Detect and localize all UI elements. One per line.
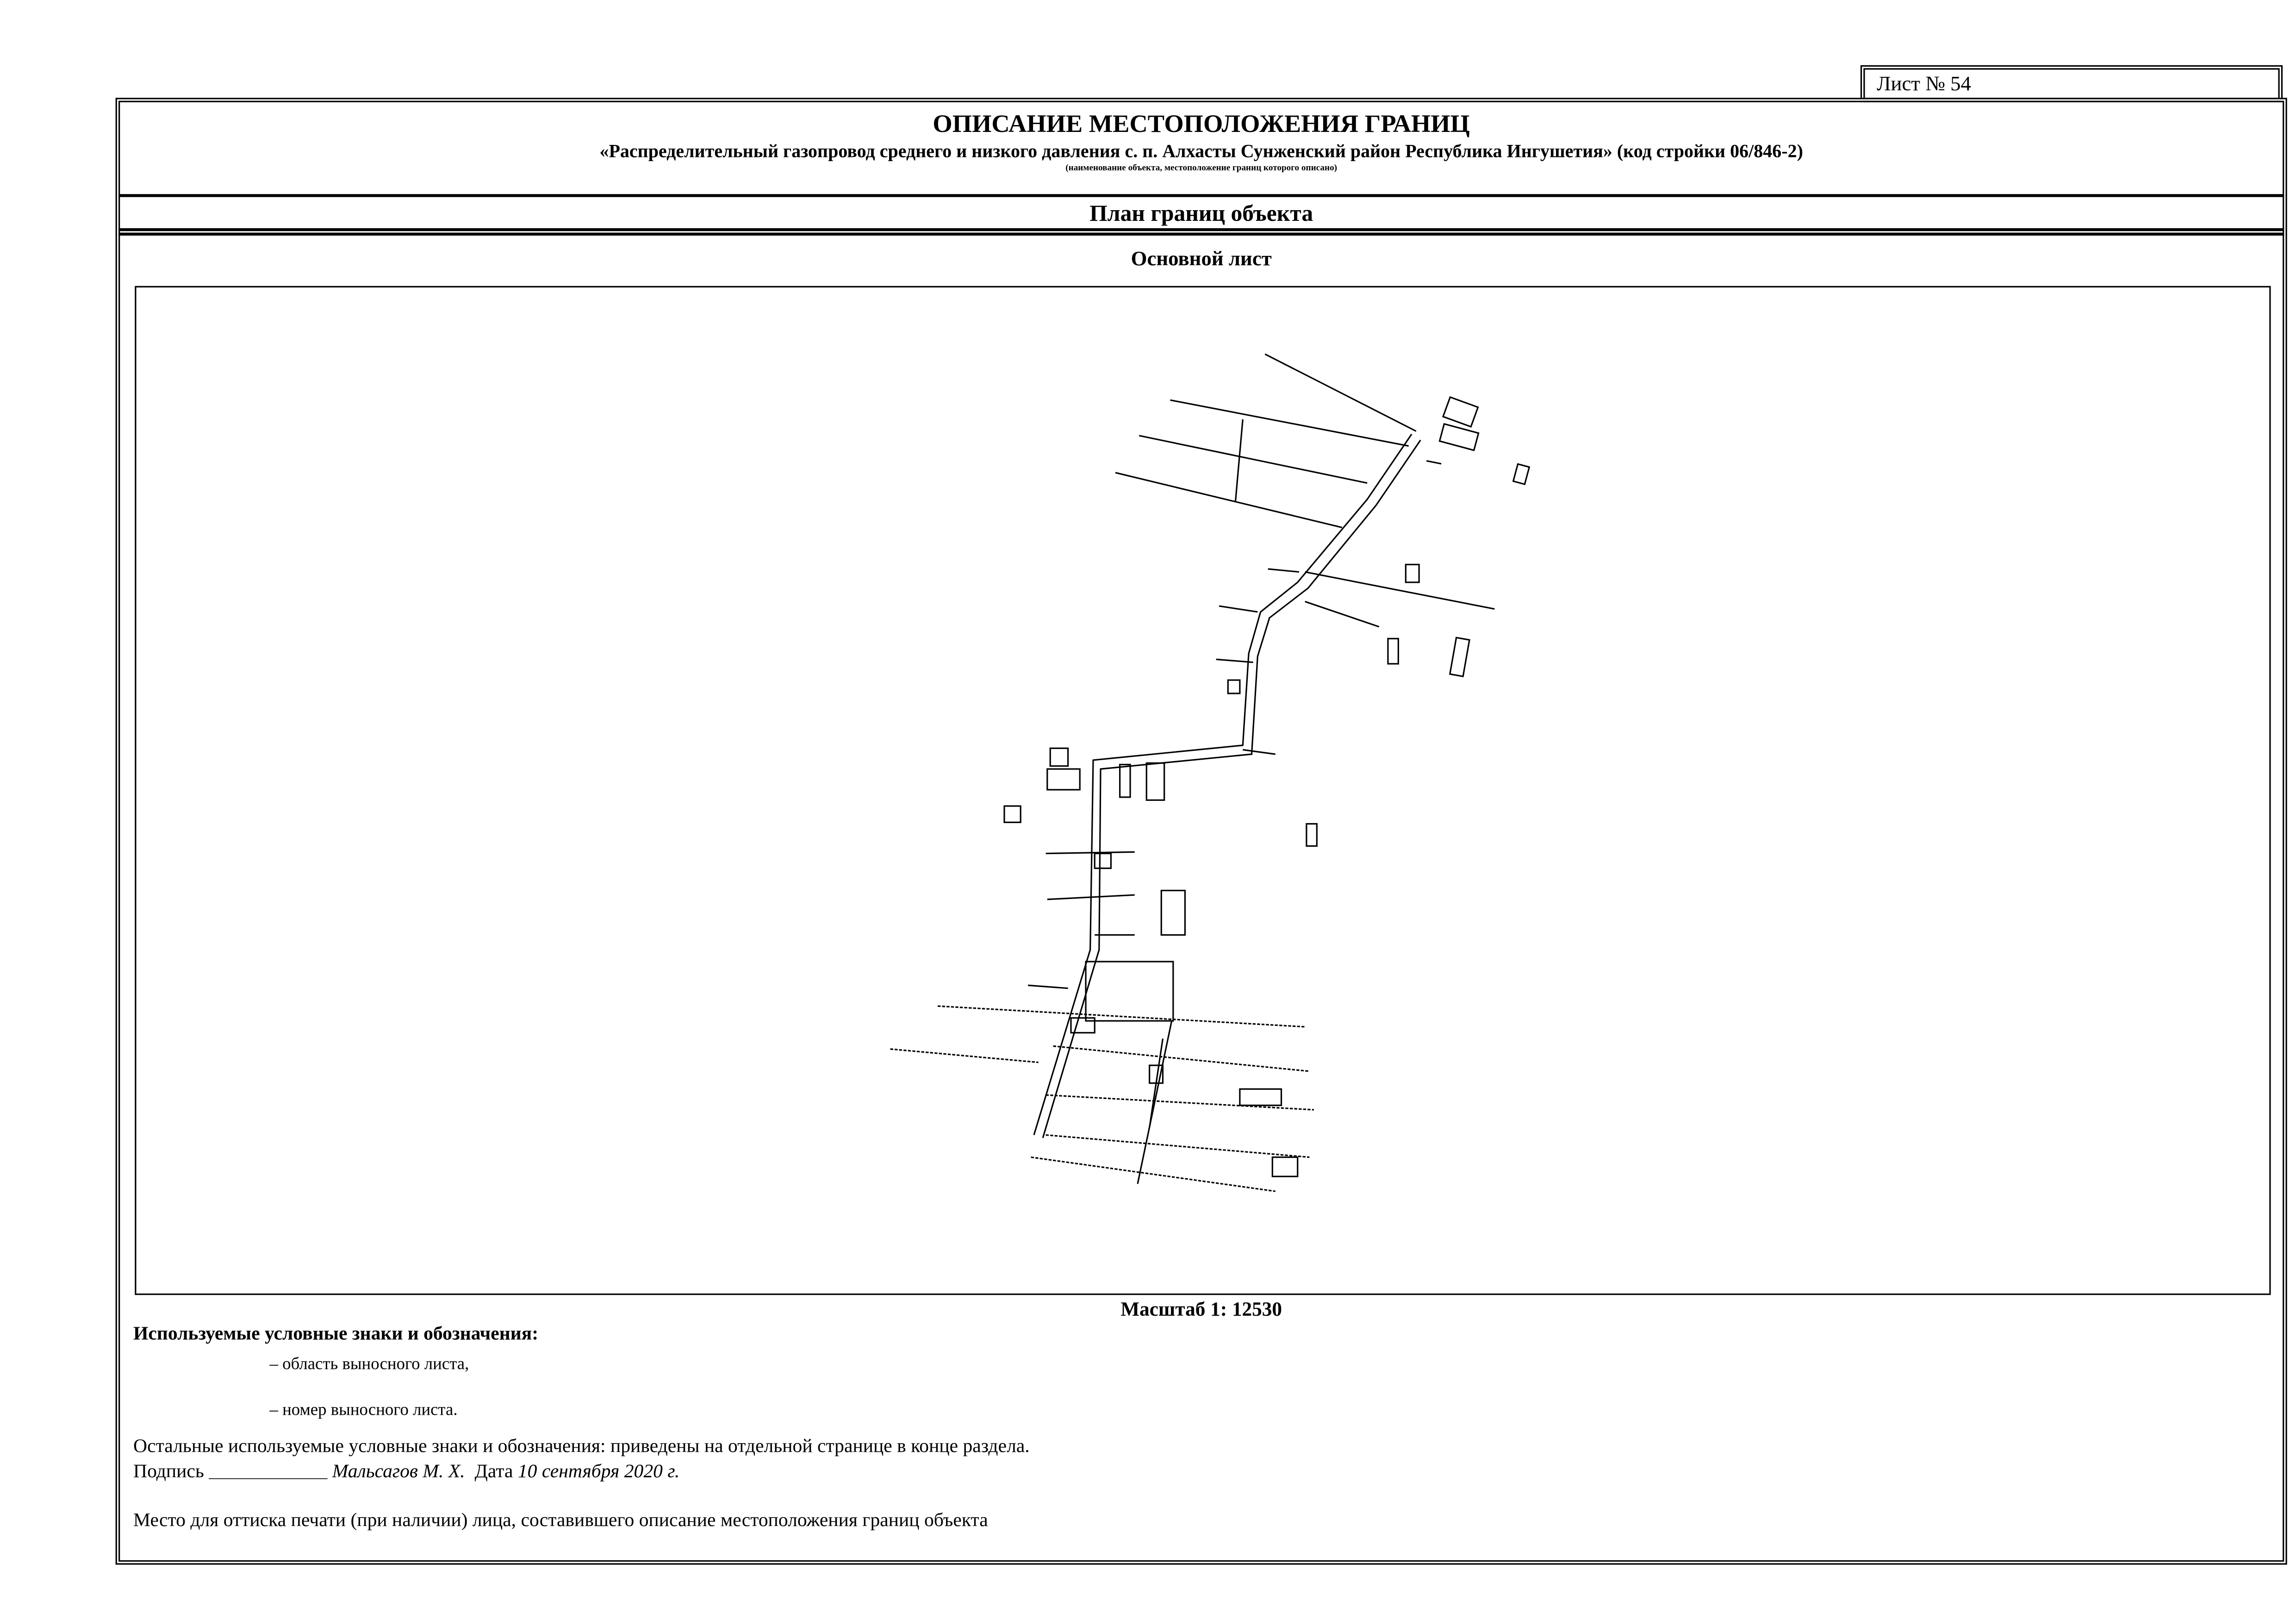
section-title: План границ объекта — [1089, 201, 1313, 227]
signer-name: Мальсагов М. Х. — [332, 1459, 465, 1482]
signature-blank: ________________ — [209, 1465, 328, 1482]
document-frame — [118, 100, 2284, 1562]
land-parcels — [1003, 396, 1531, 1177]
legend-heading: Используемые условные знаки и обозначени… — [133, 1321, 539, 1344]
side-street-lines — [890, 353, 1495, 1192]
boundary-plan-map — [890, 353, 1531, 1192]
map-frame — [135, 286, 2271, 1295]
sheet-number: Лист № 54 — [1863, 68, 2280, 100]
document-title: ОПИСАНИЕ МЕСТОПОЛОЖЕНИЯ ГРАНИЦ — [933, 109, 1470, 138]
other-legend-note: Остальные используемые условные знаки и … — [133, 1434, 1030, 1457]
legend-item-callout-number: – номер выносного листа. — [269, 1401, 458, 1420]
map-scale: Масштаб 1: 12530 — [1120, 1298, 1282, 1320]
divider — [118, 228, 2284, 231]
divider — [118, 232, 2284, 236]
object-caption: (наименование объекта, местоположение гр… — [1065, 164, 1338, 174]
legend-item-callout-area: – область выносного листа, — [269, 1355, 469, 1374]
date-label: Дата — [474, 1459, 513, 1482]
stamp-place-note: Место для оттиска печати (при наличии) л… — [133, 1508, 988, 1531]
object-name: «Распределительный газопровод среднего и… — [599, 141, 1803, 162]
sheet-type: Основной лист — [1131, 249, 1272, 271]
signature-label: Подпись — [133, 1459, 204, 1482]
divider — [118, 194, 2284, 197]
signature-line: Подпись ________________ Мальсагов М. Х.… — [133, 1460, 679, 1483]
main-gas-pipeline-route — [1033, 433, 1421, 1138]
signature-date: 10 сентября 2020 г. — [517, 1459, 680, 1482]
